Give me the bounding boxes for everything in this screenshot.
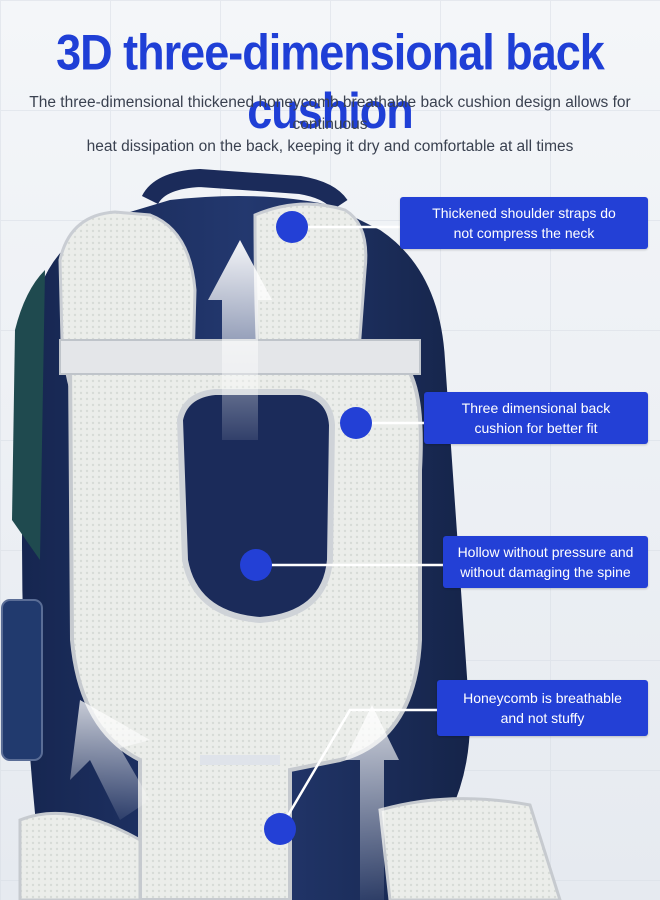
side-pocket: [1, 599, 43, 761]
airflow-arrow-left: [70, 700, 150, 820]
subtitle-line-1: The three-dimensional thickened honeycom…: [29, 94, 631, 133]
page-title: 3D three-dimensional back cushion: [56, 23, 605, 140]
subtitle-line-2: heat dissipation on the back, keeping it…: [86, 138, 574, 155]
callout-pointers: [240, 211, 443, 845]
lower-left-pad: [18, 811, 142, 900]
callout-dot-3: [240, 549, 272, 581]
callout-dot-4: [264, 813, 296, 845]
page-subtitle: The three-dimensional thickened honeycom…: [20, 92, 640, 158]
callout-dot-1: [276, 211, 308, 243]
hollow-channel: [176, 389, 336, 624]
airflow-arrow-right: [345, 705, 399, 900]
bag-side-green: [12, 270, 45, 560]
top-handle: [141, 168, 348, 211]
airflow-arrow-top: [208, 240, 272, 440]
reflective-strip: [200, 755, 280, 765]
callout-dot-2: [340, 407, 372, 439]
lower-right-pad: [378, 797, 562, 900]
